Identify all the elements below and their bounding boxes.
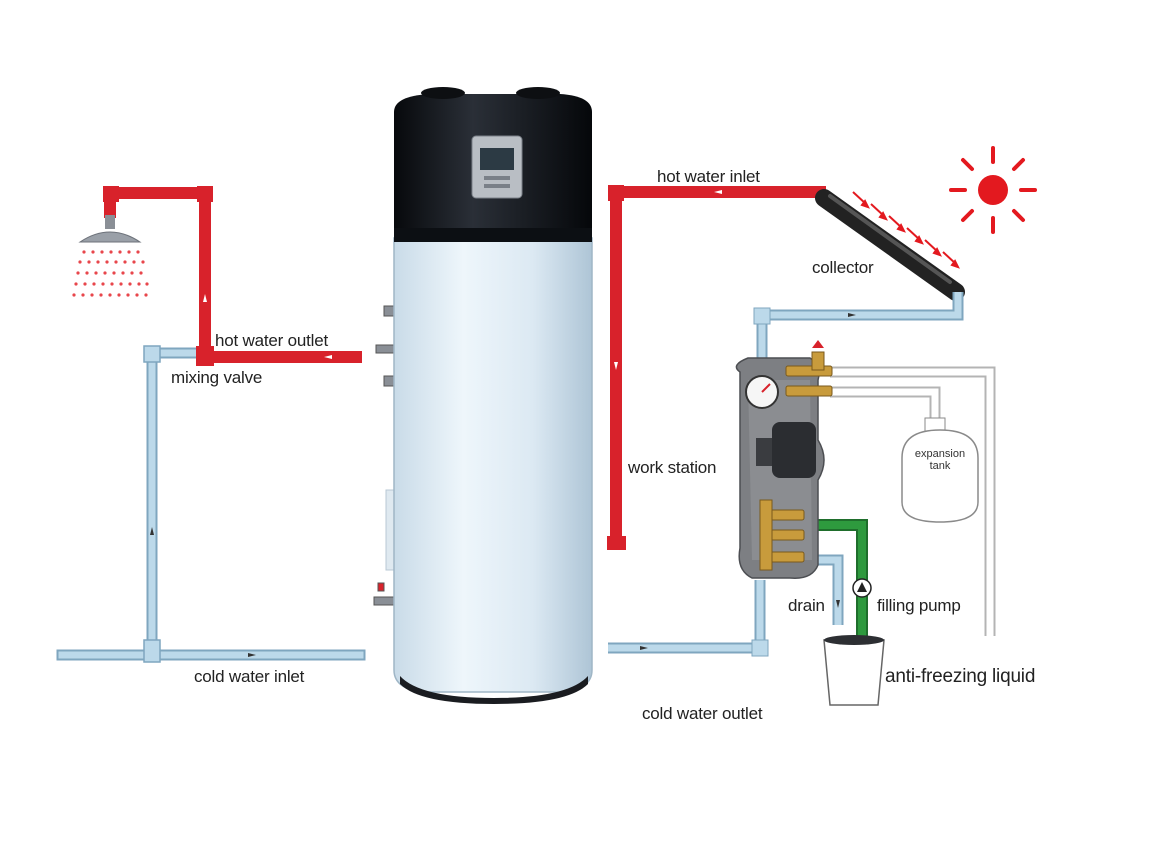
flow-arrow xyxy=(203,294,207,302)
expansion-tank-label-line2: tank xyxy=(929,460,951,472)
hot-water-inlet-label: hot water inlet xyxy=(657,167,760,186)
expansion-tank-label-line1: expansion xyxy=(914,448,966,460)
cold-water-inlet-label: cold water inlet xyxy=(194,667,305,686)
solar-radiation-arrows xyxy=(852,191,960,269)
filling-pump-icon xyxy=(852,578,872,598)
hot-water-outlet-label: hot water outlet xyxy=(215,331,329,350)
flow-arrow xyxy=(848,313,856,317)
filling-pipe xyxy=(800,519,868,640)
flow-arrow xyxy=(150,527,154,535)
work-station xyxy=(735,340,833,579)
expansion-tank-label: expansion tank xyxy=(900,448,980,472)
flow-arrow xyxy=(836,600,840,608)
shower-head-icon xyxy=(72,215,149,297)
hot-water-pipes-left xyxy=(103,186,362,366)
flow-arrow xyxy=(324,355,332,359)
hot-water-pipes-right xyxy=(607,185,826,550)
work-station-label: work station xyxy=(628,458,717,477)
mixing-valve-label: mixing valve xyxy=(171,368,263,387)
expansion-tank xyxy=(901,417,979,523)
flow-arrow xyxy=(248,653,256,657)
solar-collector xyxy=(815,189,965,301)
flow-arrow xyxy=(640,646,648,650)
collector-label: collector xyxy=(812,258,874,277)
anti-freezing-liquid-bucket xyxy=(823,635,885,706)
filling-pump-label: filling pump xyxy=(877,596,961,615)
cold-water-outlet-label: cold water outlet xyxy=(642,704,763,723)
cold-water-pipes-left xyxy=(56,345,366,663)
anti-freezing-liquid-label: anti-freezing liquid xyxy=(885,666,1036,687)
flow-arrow xyxy=(714,190,722,194)
expansion-tank-lines xyxy=(830,366,996,636)
sun-icon xyxy=(949,146,1037,234)
drain-label: drain xyxy=(788,596,825,615)
heat-pump-water-heater xyxy=(373,87,593,704)
flow-arrow xyxy=(614,362,618,370)
